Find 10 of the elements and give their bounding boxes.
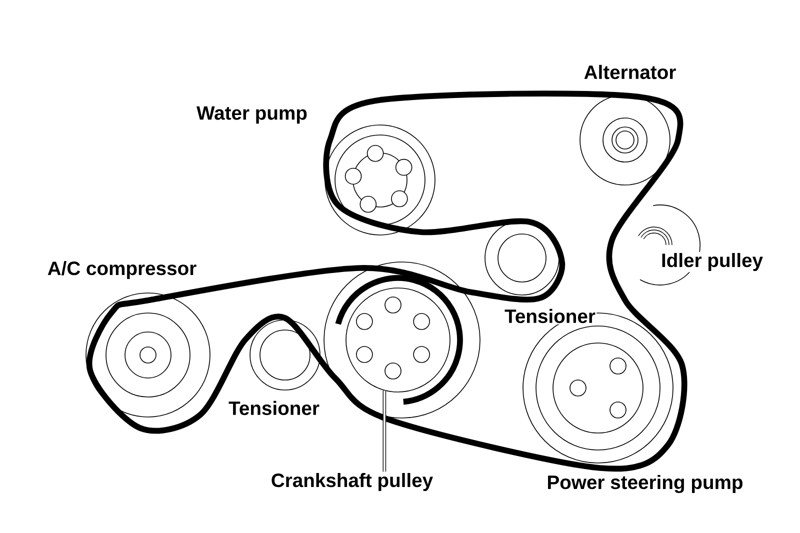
leader-line — [382, 390, 386, 472]
part-label: Power steering pump — [546, 474, 744, 494]
part-label: Water pump — [195, 105, 309, 125]
part-label: Alternator — [582, 64, 678, 80]
part-label: Tensioner — [227, 400, 321, 416]
part-label: Idler pulley — [660, 252, 764, 272]
part-label: A/C compressor — [46, 260, 198, 280]
crankshaft-hub — [346, 288, 450, 392]
part-label: Crankshaft pulley — [272, 473, 433, 491]
part-label: Tensioner — [503, 308, 597, 324]
